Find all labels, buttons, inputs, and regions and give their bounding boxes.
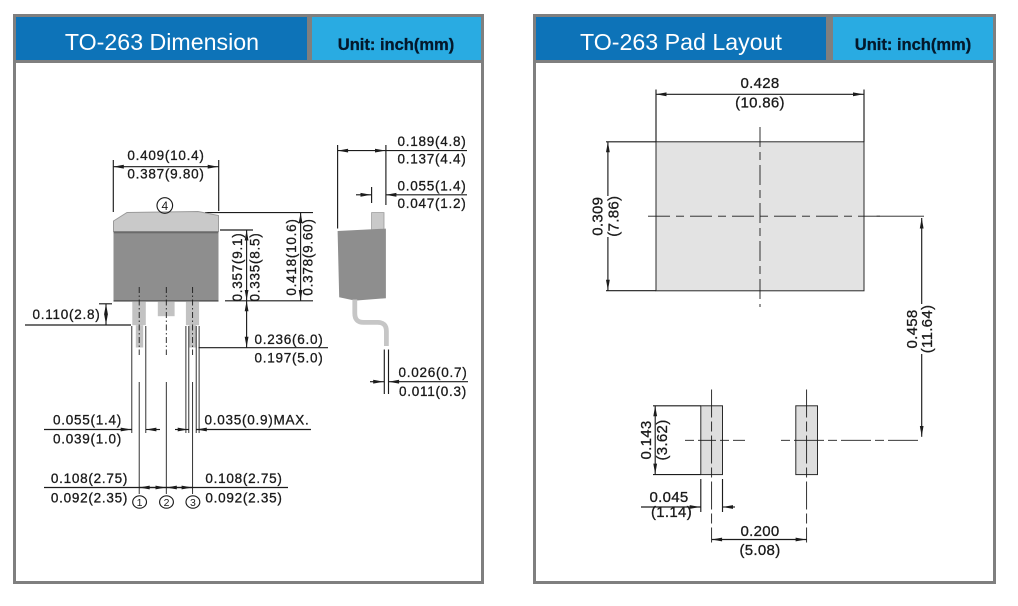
svg-text:TO-263 Dimension: TO-263 Dimension <box>65 29 259 55</box>
svg-text:(7.86): (7.86) <box>605 196 622 237</box>
svg-text:0.378(9.60): 0.378(9.60) <box>301 218 316 295</box>
svg-text:0.011(0.3): 0.011(0.3) <box>399 384 467 399</box>
svg-text:0.189(4.8): 0.189(4.8) <box>397 134 466 149</box>
svg-text:2: 2 <box>164 497 170 509</box>
svg-text:Unit: inch(mm): Unit: inch(mm) <box>338 36 454 54</box>
svg-text:Unit: inch(mm): Unit: inch(mm) <box>855 36 971 54</box>
svg-text:3: 3 <box>190 497 196 509</box>
svg-text:0.055(1.4): 0.055(1.4) <box>53 413 122 428</box>
svg-text:(1.14): (1.14) <box>651 504 692 521</box>
svg-text:0.335(8.5): 0.335(8.5) <box>247 232 262 301</box>
svg-text:0.045: 0.045 <box>649 489 688 506</box>
svg-text:TO-263 Pad Layout: TO-263 Pad Layout <box>580 29 783 55</box>
svg-text:(3.62): (3.62) <box>654 420 671 461</box>
svg-text:(10.86): (10.86) <box>735 95 785 112</box>
svg-text:0.143: 0.143 <box>638 420 655 459</box>
svg-text:0.092(2.35): 0.092(2.35) <box>205 491 282 506</box>
svg-text:0.387(9.80): 0.387(9.80) <box>127 167 204 182</box>
svg-text:(11.64): (11.64) <box>919 305 936 354</box>
svg-text:0.309: 0.309 <box>590 197 607 236</box>
svg-text:0.137(4.4): 0.137(4.4) <box>397 152 466 167</box>
svg-text:0.092(2.35): 0.092(2.35) <box>51 491 128 506</box>
svg-text:0.357(9.1): 0.357(9.1) <box>230 232 245 301</box>
svg-text:0.418(10.6): 0.418(10.6) <box>284 218 299 295</box>
svg-text:0.458: 0.458 <box>904 309 921 348</box>
svg-text:0.197(5.0): 0.197(5.0) <box>254 351 323 366</box>
svg-text:0.039(1.0): 0.039(1.0) <box>53 432 122 447</box>
svg-text:0.428: 0.428 <box>740 75 779 92</box>
svg-text:0.110(2.8): 0.110(2.8) <box>32 307 100 322</box>
svg-text:1: 1 <box>137 497 143 509</box>
svg-text:0.409(10.4): 0.409(10.4) <box>127 148 204 163</box>
svg-text:4: 4 <box>161 199 168 213</box>
svg-text:0.200: 0.200 <box>740 523 779 540</box>
svg-text:0.236(6.0): 0.236(6.0) <box>254 332 323 347</box>
svg-text:0.035(0.9)MAX.: 0.035(0.9)MAX. <box>204 413 309 428</box>
svg-text:(5.08): (5.08) <box>740 542 781 559</box>
svg-text:0.108(2.75): 0.108(2.75) <box>205 471 282 486</box>
svg-text:0.026(0.7): 0.026(0.7) <box>398 365 467 380</box>
svg-text:0.055(1.4): 0.055(1.4) <box>397 179 466 194</box>
svg-text:0.047(1.2): 0.047(1.2) <box>397 196 466 211</box>
svg-text:0.108(2.75): 0.108(2.75) <box>51 471 128 486</box>
